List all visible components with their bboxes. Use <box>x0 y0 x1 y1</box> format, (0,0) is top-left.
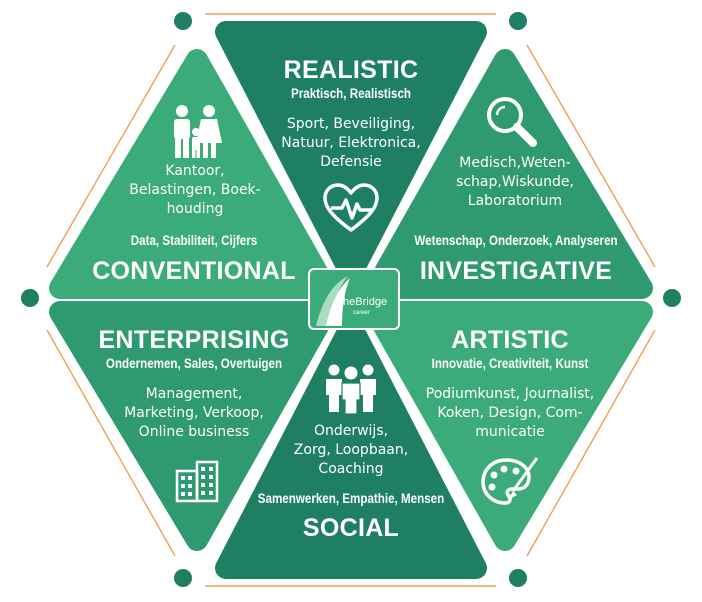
conventional-title: CONVENTIONAL <box>92 257 296 285</box>
office-building-icon <box>175 460 219 503</box>
artistic-field-line: Koken, Design, Com- <box>437 405 583 421</box>
investigative-field-line: Medisch,Weten- <box>459 155 571 171</box>
artistic-field-line: municatie <box>475 424 545 440</box>
conventional-header: Data, Stabiliteit, Cijfers CONVENTIONAL <box>68 232 320 286</box>
realistic-field-line: Natuur, Elektronica, <box>281 135 421 151</box>
palette-icon <box>481 457 539 505</box>
conventional-triangle <box>49 49 337 299</box>
social-triangle <box>215 315 487 579</box>
enterprising-section: ENTERPRISING Ondernemen, Sales, Overtuig… <box>68 325 320 442</box>
conventional-keywords: Data, Stabiliteit, Cijfers <box>130 233 258 248</box>
enterprising-field-line: Online business <box>138 424 250 440</box>
enterprising-title: ENTERPRISING <box>98 326 290 354</box>
conventional-field-line: Kantoor, <box>165 163 225 179</box>
social-section: Onderwijs, Zorg, Loopbaan, Coaching Same… <box>240 422 462 543</box>
investigative-keywords: Wetenschap, Onderzoek, Analyseren <box>414 233 618 248</box>
investigative-fields-block: Medisch,Weten- schap,Wiskunde, Laborator… <box>420 154 610 211</box>
investigative-triangle <box>365 49 653 299</box>
logo-sub-text: career <box>353 310 371 316</box>
family-icon <box>174 105 222 158</box>
bridge-road-icon <box>316 276 350 326</box>
enterprising-field-line: Marketing, Verkoop, <box>124 405 264 421</box>
artistic-field-line: Podiumkunst, Journalist, <box>425 386 595 402</box>
outer-hexagon-outline <box>46 13 656 587</box>
artistic-triangle <box>365 301 653 551</box>
enterprising-keywords: Ondernemen, Sales, Overtuigen <box>105 356 283 371</box>
investigative-title: INVESTIGATIVE <box>419 257 613 285</box>
social-field-line: Onderwijs, <box>313 423 389 439</box>
realistic-keywords: Praktisch, Realistisch <box>290 86 412 101</box>
realistic-triangle <box>215 21 487 285</box>
investigative-field-line: schap,Wiskunde, <box>456 174 574 190</box>
conventional-fields-block: Kantoor, Belastingen, Boek- houding <box>110 162 280 219</box>
investigative-header: Wetenschap, Onderzoek, Analyseren INVEST… <box>388 232 644 286</box>
conventional-field-line: Belastingen, Boek- <box>129 182 261 198</box>
conventional-field-line: houding <box>166 201 224 217</box>
realistic-section: REALISTIC Praktisch, Realistisch Sport, … <box>231 55 471 172</box>
investigative-fields: Medisch,Weten- schap,Wiskunde, Laborator… <box>420 154 610 211</box>
investigative-field-line: Laboratorium <box>467 193 563 209</box>
enterprising-fields: Management, Marketing, Verkoop, Online b… <box>68 385 320 442</box>
artistic-section: ARTISTIC Innovatie, Creativiteit, Kunst … <box>384 325 636 442</box>
corner-dots <box>21 12 681 587</box>
social-fields: Onderwijs, Zorg, Loopbaan, Coaching <box>240 422 462 479</box>
enterprising-triangle <box>49 301 337 551</box>
heart-pulse-icon <box>323 183 379 232</box>
logo-brand-text: theBridge <box>340 296 388 308</box>
the-bridge-career-logo: theBridge career <box>308 268 400 330</box>
artistic-fields: Podiumkunst, Journalist, Koken, Design, … <box>384 385 636 442</box>
social-field-line: Coaching <box>318 461 384 477</box>
social-title: SOCIAL <box>302 514 400 542</box>
magnifier-icon <box>487 97 537 147</box>
social-keywords: Samenwerken, Empathie, Mensen <box>257 491 445 506</box>
realistic-field-line: Sport, Beveiliging, <box>286 116 416 132</box>
conventional-fields: Kantoor, Belastingen, Boek- houding <box>110 162 280 219</box>
realistic-fields: Sport, Beveiliging, Natuur, Elektronica,… <box>231 115 471 172</box>
realistic-title: REALISTIC <box>283 56 419 84</box>
realistic-field-line: Defensie <box>320 154 382 170</box>
social-field-line: Zorg, Loopbaan, <box>293 442 409 458</box>
artistic-title: ARTISTIC <box>451 326 569 354</box>
people-group-icon <box>326 364 376 414</box>
enterprising-field-line: Management, <box>145 386 243 402</box>
artistic-keywords: Innovatie, Creativiteit, Kunst <box>431 356 589 371</box>
